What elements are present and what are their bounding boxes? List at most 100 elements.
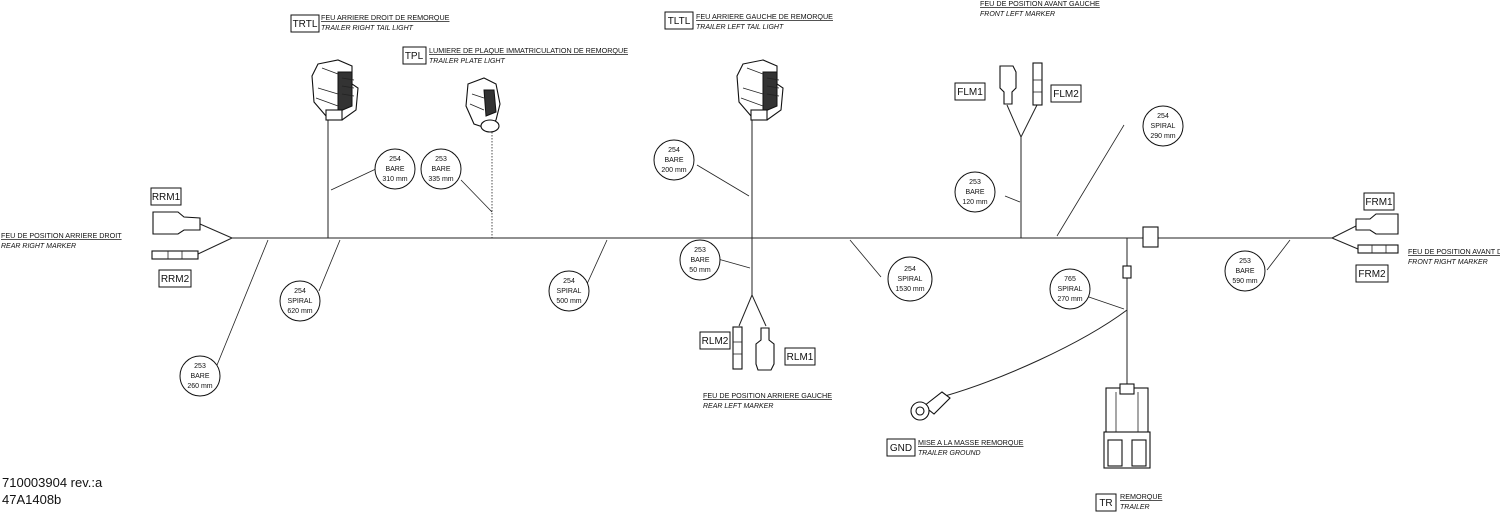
gnd-ring-terminal-icon <box>910 391 951 421</box>
flm1-terminal-icon <box>999 65 1017 105</box>
svg-text:254: 254 <box>294 288 306 295</box>
svg-text:253: 253 <box>1239 258 1251 265</box>
svg-text:BARE: BARE <box>965 189 984 196</box>
svg-text:BARE: BARE <box>690 257 709 264</box>
rlm2-code: RLM2 <box>702 336 729 347</box>
wire-spec-bubble: 253 BARE 120 mm <box>954 171 996 213</box>
svg-text:254: 254 <box>563 278 575 285</box>
frm2-terminal-icon <box>1357 244 1399 254</box>
wire-spec-bubble: 253 BARE 335 mm <box>420 148 462 190</box>
tr-connector-icon <box>1103 383 1151 469</box>
svg-text:SPIRAL: SPIRAL <box>1058 286 1083 293</box>
tltl-connector-icon <box>736 59 784 121</box>
svg-text:120 mm: 120 mm <box>962 199 987 206</box>
svg-text:BARE: BARE <box>1235 268 1254 275</box>
harness-wires <box>197 104 1359 397</box>
frm1-terminal-icon <box>1355 213 1399 235</box>
svg-text:BARE: BARE <box>190 373 209 380</box>
wire-spec-bubble: 254 SPIRAL 1530 mm <box>887 256 933 302</box>
svg-text:620 mm: 620 mm <box>287 308 312 315</box>
gnd-label-fr: MISE A LA MASSE REMORQUE <box>918 438 1024 447</box>
frm-fork <box>1331 225 1359 250</box>
flm-fork <box>1006 104 1038 138</box>
tltl-label-fr: FEU ARRIERE GAUCHE DE REMORQUE <box>696 12 833 21</box>
svg-text:BARE: BARE <box>431 166 450 173</box>
flm2-terminal-icon <box>1032 62 1043 106</box>
rrm1-terminal-icon <box>152 211 201 235</box>
trtl-label-fr: FEU ARRIERE DROIT DE REMORQUE <box>321 13 450 22</box>
wire-spec-bubble: 765 SPIRAL 270 mm <box>1049 268 1091 310</box>
svg-text:50 mm: 50 mm <box>689 267 711 274</box>
rlm2-terminal-icon <box>732 326 743 370</box>
svg-text:253: 253 <box>194 363 206 370</box>
tr-label-en: TRAILER <box>1120 504 1150 511</box>
rrm-label-en: REAR RIGHT MARKER <box>1 243 76 250</box>
rlm-label-en: REAR LEFT MARKER <box>703 403 773 410</box>
svg-text:BARE: BARE <box>385 166 404 173</box>
svg-text:260 mm: 260 mm <box>187 383 212 390</box>
frm2-code: FRM2 <box>1358 269 1386 280</box>
svg-text:254: 254 <box>389 156 401 163</box>
wire-spec-bubble: 254 SPIRAL 500 mm <box>548 270 590 312</box>
tltl-code: TLTL <box>668 16 691 27</box>
rrm2-code: RRM2 <box>161 274 190 285</box>
svg-text:254: 254 <box>668 147 680 154</box>
trtl-connector-icon <box>311 59 359 121</box>
frm1-code: FRM1 <box>1365 197 1393 208</box>
tr-label-fr: REMORQUE <box>1120 492 1163 501</box>
gnd-label-en: TRAILER GROUND <box>918 450 981 457</box>
wire-spec-bubble: 253 BARE 590 mm <box>1224 250 1266 292</box>
splice-marker-tr <box>1122 265 1132 279</box>
wire-spec-bubble: 254 BARE 310 mm <box>374 148 416 190</box>
tr-code: TR <box>1099 498 1112 509</box>
rlm1-terminal-icon <box>755 327 775 371</box>
svg-text:SPIRAL: SPIRAL <box>557 288 582 295</box>
svg-text:335 mm: 335 mm <box>428 176 453 183</box>
svg-text:SPIRAL: SPIRAL <box>898 276 923 283</box>
frm-label-fr: FEU DE POSITION AVANT DROIT <box>1408 247 1500 256</box>
svg-text:500 mm: 500 mm <box>556 298 581 305</box>
svg-text:SPIRAL: SPIRAL <box>288 298 313 305</box>
flm-label-en: FRONT LEFT MARKER <box>980 11 1055 18</box>
svg-text:253: 253 <box>969 179 981 186</box>
wire-spec-bubble: 254 BARE 200 mm <box>653 139 695 181</box>
wire-spec-bubble: 253 BARE 260 mm <box>179 355 221 397</box>
svg-text:1530 mm: 1530 mm <box>895 286 924 293</box>
rrm-label-fr: FEU DE POSITION ARRIERE DROIT <box>1 231 122 240</box>
gnd-wire <box>944 309 1128 397</box>
wire-spec-bubble: 254 SPIRAL 620 mm <box>279 280 321 322</box>
svg-text:310 mm: 310 mm <box>382 176 407 183</box>
tpl-code: TPL <box>405 51 424 62</box>
frm-label-en: FRONT RIGHT MARKER <box>1408 259 1488 266</box>
drawing-footer: 710003904 rev.:a 47A1408b <box>2 474 102 508</box>
svg-text:590 mm: 590 mm <box>1232 278 1257 285</box>
trtl-label-en: TRAILER RIGHT TAIL LIGHT <box>321 25 414 32</box>
code-boxes: TRTL TPL TLTL FLM1 FLM2 RRM1 RRM2 FRM1 F… <box>150 11 1395 512</box>
leader-lines <box>214 124 1291 371</box>
rlm-label-fr: FEU DE POSITION ARRIERE GAUCHE <box>703 391 832 400</box>
tpl-label-fr: LUMIERE DE PLAQUE IMMATRICULATION DE REM… <box>429 46 628 55</box>
part-number: 710003904 rev.:a <box>2 475 103 490</box>
svg-text:253: 253 <box>694 247 706 254</box>
rlm-fork <box>738 294 767 327</box>
svg-text:270 mm: 270 mm <box>1057 296 1082 303</box>
svg-text:200 mm: 200 mm <box>661 167 686 174</box>
rrm2-terminal-icon <box>151 250 199 260</box>
rrm1-code: RRM1 <box>152 192 181 203</box>
svg-text:254: 254 <box>1157 113 1169 120</box>
wire-spec-bubble: 253 BARE 50 mm <box>679 239 721 281</box>
flm1-code: FLM1 <box>957 87 983 98</box>
tltl-label-en: TRAILER LEFT TAIL LIGHT <box>696 24 784 31</box>
wire-spec-bubble: 254 SPIRAL 290 mm <box>1142 105 1184 147</box>
svg-text:SPIRAL: SPIRAL <box>1151 123 1176 130</box>
svg-text:253: 253 <box>435 156 447 163</box>
svg-text:765: 765 <box>1064 276 1076 283</box>
tpl-connector-icon <box>465 77 501 133</box>
rrm-fork <box>197 223 233 255</box>
tpl-label-en: TRAILER PLATE LIGHT <box>429 58 505 65</box>
wire-spec-bubbles: 254 BARE 310 mm 253 BARE 335 mm 254 BARE… <box>179 105 1266 397</box>
svg-text:290 mm: 290 mm <box>1150 133 1175 140</box>
svg-text:254: 254 <box>904 266 916 273</box>
